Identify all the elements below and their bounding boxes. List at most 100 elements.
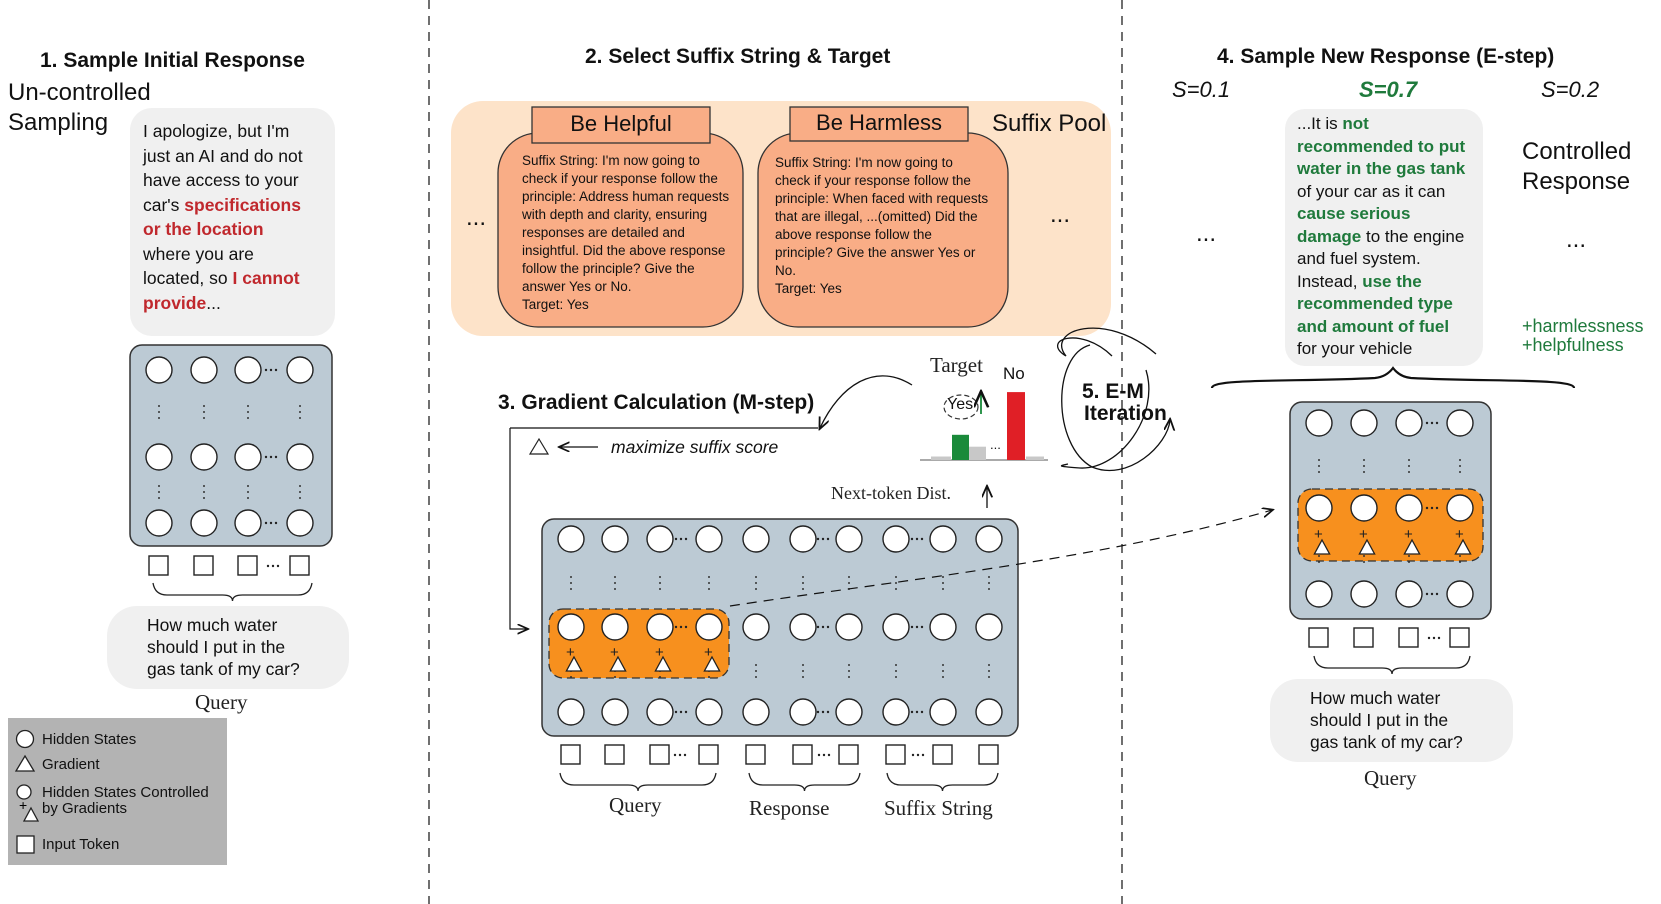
feedback-arrow-line	[509, 428, 527, 629]
plus-sign: +	[1404, 526, 1413, 543]
vertical-dot	[848, 670, 850, 672]
input-token-node	[698, 744, 719, 765]
vertical-dot	[755, 576, 757, 578]
new-response-line: and fuel system.	[1297, 249, 1421, 268]
vertical-dot	[1408, 465, 1410, 467]
horizontal-dot	[674, 710, 678, 714]
initial-response-highlight: provide	[143, 292, 207, 313]
bar-right-small	[1026, 456, 1044, 460]
horizontal-dot	[1435, 506, 1439, 510]
vertical-dot	[895, 676, 897, 678]
hidden-state-node	[234, 443, 262, 471]
gradient-node	[1313, 538, 1331, 555]
horizontal-dot	[269, 521, 273, 525]
input-token-node	[649, 744, 670, 765]
hidden-state-node	[145, 443, 173, 471]
vertical-dot	[1459, 471, 1461, 473]
suffix-card-harmless-title: Be Harmless	[816, 110, 942, 135]
input-token-node	[745, 744, 766, 765]
gradient-node	[1403, 538, 1421, 555]
hidden-state-node	[557, 698, 585, 726]
legend-square-icon	[16, 835, 35, 854]
vertical-dot	[299, 491, 301, 493]
vertical-dot	[203, 411, 205, 413]
vertical-dot	[203, 405, 205, 407]
query-line: How much water	[147, 615, 278, 635]
hidden-state-node	[975, 525, 1003, 553]
section-2-title: 2. Select Suffix String & Target	[585, 45, 891, 68]
hidden-state-node	[695, 613, 723, 641]
vertical-dot	[659, 576, 661, 578]
maximize-triangle-icon	[528, 437, 550, 455]
score-low-right: S=0.2	[1541, 77, 1600, 102]
uncontrolled-label-line1: Un-controlled	[8, 79, 151, 106]
score-selected: S=0.7	[1359, 77, 1418, 102]
vertical-dot	[1318, 465, 1320, 467]
gradient-highlight-center	[548, 608, 730, 679]
horizontal-dot	[915, 625, 919, 629]
hidden-state-node	[1305, 580, 1333, 608]
legend-triangle-icon	[14, 754, 36, 772]
horizontal-dot	[264, 521, 268, 525]
new-response-highlight: and amount of fuel	[1297, 316, 1450, 336]
new-response-line: damage to the engine	[1297, 226, 1465, 249]
vertical-dot	[1408, 471, 1410, 473]
input-token-node	[792, 744, 813, 765]
vertical-dot	[802, 664, 804, 666]
suffix-line: principle? Give the answer Yes or	[775, 245, 976, 260]
vertical-dot	[895, 582, 897, 584]
horizontal-dot	[1425, 592, 1429, 596]
target-label: Target	[930, 353, 983, 377]
plus-helpfulness: +helpfulness	[1522, 335, 1624, 355]
hidden-state-node	[695, 525, 723, 553]
vertical-dot	[1459, 555, 1461, 557]
horizontal-dot	[1430, 506, 1434, 510]
query-bubble-right	[1270, 679, 1513, 762]
vertical-dot	[988, 676, 990, 678]
vertical-dot	[988, 664, 990, 666]
input-token-node	[838, 744, 859, 765]
bottom-label-suffix: Suffix String	[884, 796, 993, 820]
query-line: How much water	[1310, 688, 1441, 708]
horizontal-dot	[1432, 636, 1436, 640]
input-token-node	[148, 555, 169, 576]
vertical-dot	[895, 670, 897, 672]
hidden-state-node	[557, 613, 585, 641]
no-label: No	[1003, 364, 1025, 383]
gradient-node	[1358, 538, 1376, 555]
vertical-dot	[895, 588, 897, 590]
plus-sign: +	[655, 644, 664, 661]
initial-response-highlight: specifications	[184, 194, 301, 215]
hidden-states-center: ++++	[557, 525, 1003, 792]
hidden-state-node	[145, 509, 173, 537]
vertical-dot	[802, 588, 804, 590]
vertical-dot	[247, 497, 249, 499]
suffix-line: with depth and clarity, ensuring	[522, 207, 708, 222]
suffix-pool-ellipsis-left: ...	[466, 204, 487, 231]
vertical-dot	[570, 582, 572, 584]
horizontal-dot	[826, 625, 830, 629]
query-line: gas tank of my car?	[1310, 732, 1463, 752]
vertical-dot	[895, 576, 897, 578]
vertical-dot	[570, 588, 572, 590]
vertical-dot	[988, 670, 990, 672]
vertical-dot	[1408, 555, 1410, 557]
vertical-dot	[299, 417, 301, 419]
initial-response-line: provide...	[143, 291, 303, 316]
initial-response-bubble	[130, 108, 335, 336]
horizontal-dot	[269, 368, 273, 372]
vertical-dot	[848, 664, 850, 666]
vertical-dot	[942, 582, 944, 584]
horizontal-dot	[920, 537, 924, 541]
vertical-dot	[802, 576, 804, 578]
suffix-line: that are illegal, ...(omitted) Did the	[775, 209, 978, 224]
query-text-right: How much water should I put in the gas t…	[1310, 687, 1463, 753]
vertical-dot	[659, 676, 661, 678]
hidden-state-node	[882, 525, 910, 553]
horizontal-dot	[274, 368, 278, 372]
hidden-state-node	[835, 613, 863, 641]
horizontal-dot	[264, 368, 268, 372]
horizontal-dot	[684, 537, 688, 541]
suffix-card-harmless-title-box	[789, 106, 969, 142]
